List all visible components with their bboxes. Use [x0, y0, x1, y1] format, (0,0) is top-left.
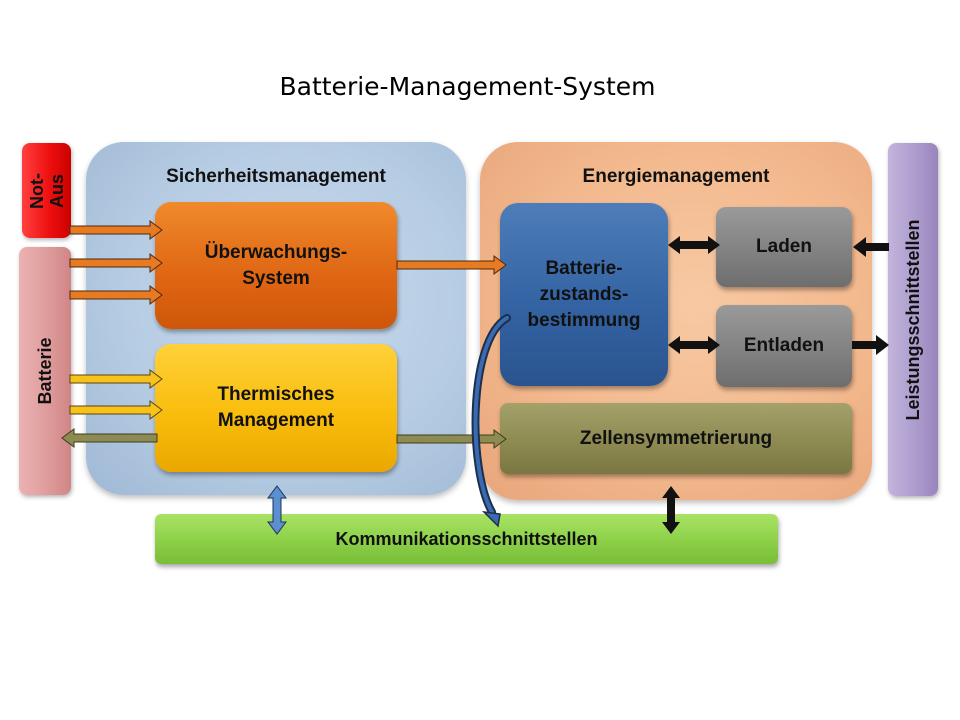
battery-to-thermal-arrows: [69, 369, 163, 420]
arrow-battery-to-thermal-2: [69, 400, 163, 420]
arrow-soc-charge: [668, 236, 720, 254]
arrow-discharge-to-interfaces: [852, 335, 889, 355]
cell-balancing-box: Zellensymmetrierung: [500, 403, 852, 474]
arrow-thermal-to-battery: [61, 428, 158, 448]
thermal-management-box: Thermisches Management: [155, 344, 397, 472]
arrow-safety-communication: [267, 485, 287, 535]
battery-to-monitoring-arrows: [69, 220, 163, 305]
arrow-monitoring-to-state-estimation: [396, 255, 507, 275]
emergency-stop-block: Not- Aus: [22, 143, 71, 238]
monitoring-system-line-1: Überwachungs-: [204, 241, 348, 263]
discharge-box: Entladen: [716, 305, 852, 387]
state-estimation-line-3: bestimmung: [527, 309, 641, 331]
charge-box: Laden: [716, 207, 852, 287]
arrow-thermal-to-balancing: [396, 429, 507, 449]
cell-balancing-label: Zellensymmetrierung: [579, 427, 773, 449]
power-interfaces-block: Leistungsschnittstellen: [888, 143, 938, 496]
energy-management-title: Energiemanagement: [582, 166, 770, 187]
arrow-soc-curve-to-communication: [471, 314, 511, 528]
thermal-management-line-1: Thermisches: [217, 384, 335, 405]
monitoring-system-line-2: System: [242, 267, 310, 289]
communication-interfaces-label: Kommunikationsschnittstellen: [335, 529, 598, 549]
arrow-battery-to-monitoring-2: [69, 285, 163, 305]
arrow-notaus-to-monitoring: [69, 220, 163, 240]
monitoring-system-box: Überwachungs- System: [155, 202, 397, 329]
page-title: Batterie-Management-System: [279, 72, 656, 101]
soc-charge-discharge-arrows: [668, 236, 720, 354]
arrow-soc-discharge: [668, 336, 720, 354]
safety-management-title: Sicherheitsmanagement: [166, 166, 386, 187]
arrow-battery-to-thermal-1: [69, 369, 163, 389]
arrow-interfaces-to-charge: [853, 237, 889, 257]
discharge-label: Entladen: [743, 335, 825, 356]
thermal-management-line-2: Management: [217, 410, 335, 431]
state-estimation-line-1: Batterie-: [545, 257, 623, 279]
state-estimation-line-2: zustands-: [539, 283, 629, 305]
battery-block: Batterie: [19, 247, 71, 495]
charge-label: Laden: [756, 236, 812, 257]
arrow-battery-to-monitoring-1: [69, 253, 163, 273]
state-estimation-box: Batterie- zustands- bestimmung: [500, 203, 668, 386]
arrow-energy-communication: [662, 486, 680, 534]
